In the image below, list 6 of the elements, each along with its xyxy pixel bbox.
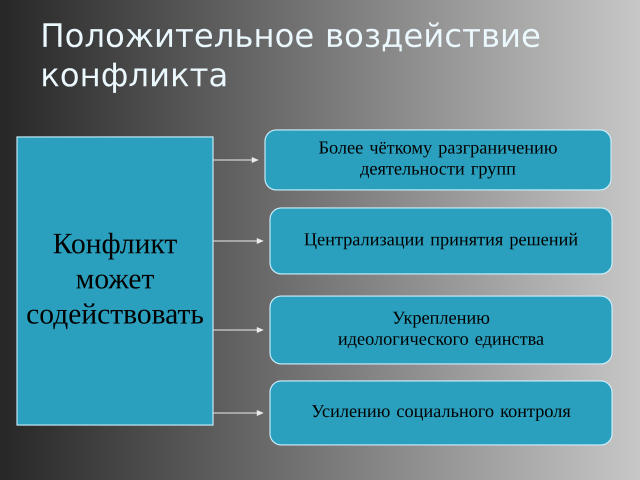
statement-box: Конфликт может содействовать [16,136,214,426]
slide-title: Положительное воздействие конфликта [43,22,540,93]
outcome-box: Более чёткому разграничению деятельности групп [264,129,612,191]
outcome-box: Централизации принятия решений [269,207,613,275]
outcome-box: Укреплению идеологического единства [269,295,613,365]
outcome-box: Усилению социального контроля [269,380,613,446]
